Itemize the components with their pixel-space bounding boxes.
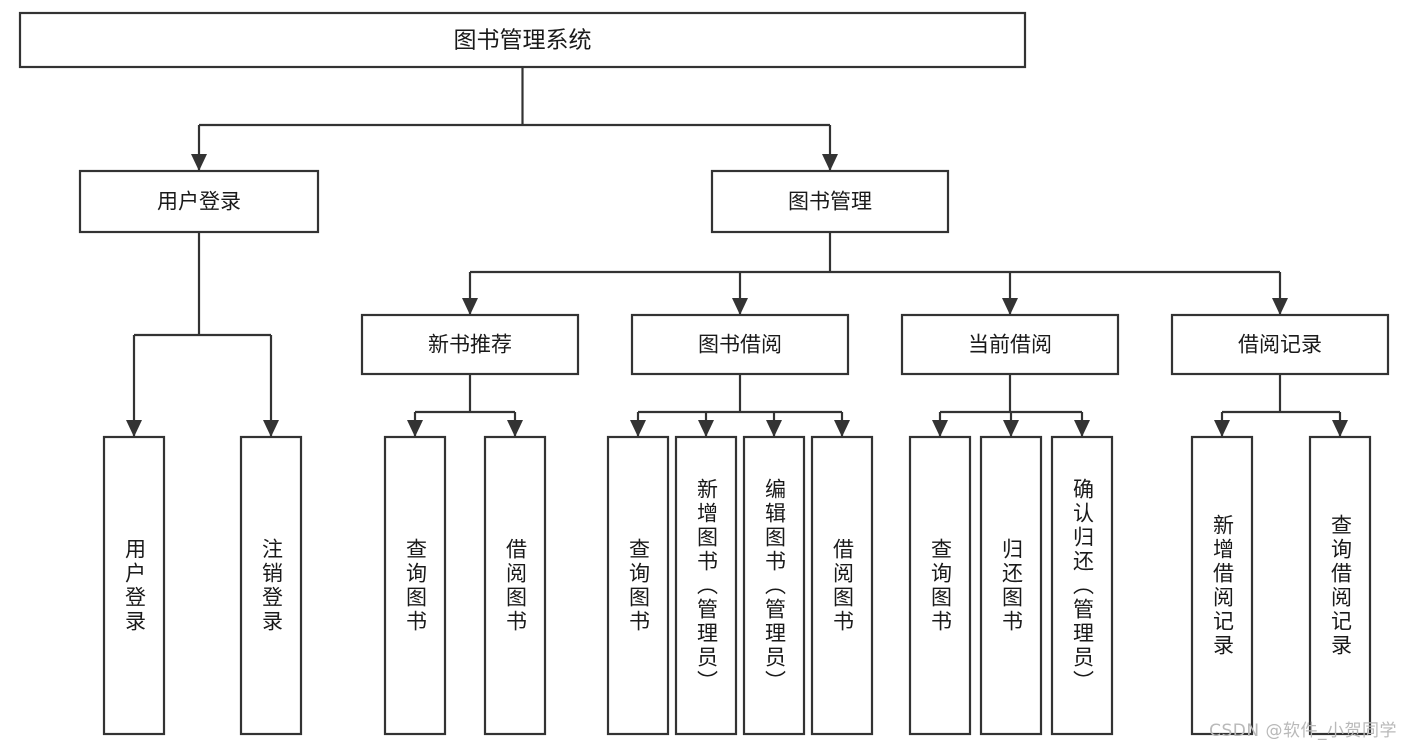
node-label-borrow-record: 借阅记录 [1238,333,1322,357]
node-box-leaf-query-book-current[interactable] [908,435,972,736]
node-box-leaf-borrow-book-new[interactable] [483,435,547,736]
arrow-head-icon-book-borrow [732,298,748,315]
node-box-leaf-return-book[interactable] [979,435,1043,736]
arrow-head-icon-leaf-user-logout [263,420,279,437]
arrow-head-icon-leaf-add-borrow-record [1214,420,1230,437]
node-box-leaf-user-logout[interactable] [239,435,303,736]
node-box-current-borrow[interactable] [900,313,1120,376]
node-label-user-login: 用户登录 [157,190,241,214]
node-boxes [18,11,1390,736]
node-label-book-management: 图书管理 [788,190,872,214]
node-box-borrow-record[interactable] [1170,313,1390,376]
node-box-leaf-add-borrow-record[interactable] [1190,435,1254,736]
arrow-head-icon-leaf-query-borrow-record [1332,420,1348,437]
node-box-book-borrow[interactable] [630,313,850,376]
node-box-leaf-query-book-new[interactable] [383,435,447,736]
arrow-head-icon-user-login [191,154,207,171]
node-box-book-management[interactable] [710,169,950,234]
arrow-head-icon-leaf-user-login [126,420,142,437]
node-box-user-login[interactable] [78,169,320,234]
arrow-head-icon-leaf-add-book-admin [698,420,714,437]
arrow-head-icon-leaf-borrow-book [834,420,850,437]
node-box-root[interactable] [18,11,1027,69]
connector-lines [126,67,1348,437]
node-box-leaf-borrow-book[interactable] [810,435,874,736]
arrow-head-icon-leaf-return-book [1003,420,1019,437]
node-label-root: 图书管理系统 [454,28,592,54]
arrow-head-icon-leaf-edit-book-admin [766,420,782,437]
arrow-head-icon-borrow-record [1272,298,1288,315]
watermark-credit: CSDN @软件_小贺同学 [1209,721,1397,741]
node-box-new-book-recommend[interactable] [360,313,580,376]
node-label-current-borrow: 当前借阅 [968,333,1052,357]
arrow-head-icon-book-management [822,154,838,171]
arrow-head-icon-leaf-query-book-current [932,420,948,437]
arrow-head-icon-new-book-recommend [462,298,478,315]
node-box-leaf-user-login[interactable] [102,435,166,736]
node-box-leaf-query-book-borrow[interactable] [606,435,670,736]
node-box-leaf-query-borrow-record[interactable] [1308,435,1372,736]
arrow-head-icon-current-borrow [1002,298,1018,315]
node-label-new-book-recommend: 新书推荐 [428,333,512,357]
arrow-head-icon-leaf-query-book-borrow [630,420,646,437]
arrow-head-icon-leaf-query-book-new [407,420,423,437]
arrow-head-icon-leaf-confirm-return-admin [1074,420,1090,437]
node-box-leaf-confirm-return-admin[interactable] [1050,435,1114,736]
arrow-head-icon-leaf-borrow-book-new [507,420,523,437]
node-box-leaf-edit-book-admin[interactable] [742,435,806,736]
node-box-leaf-add-book-admin[interactable] [674,435,738,736]
node-label-book-borrow: 图书借阅 [698,333,782,357]
